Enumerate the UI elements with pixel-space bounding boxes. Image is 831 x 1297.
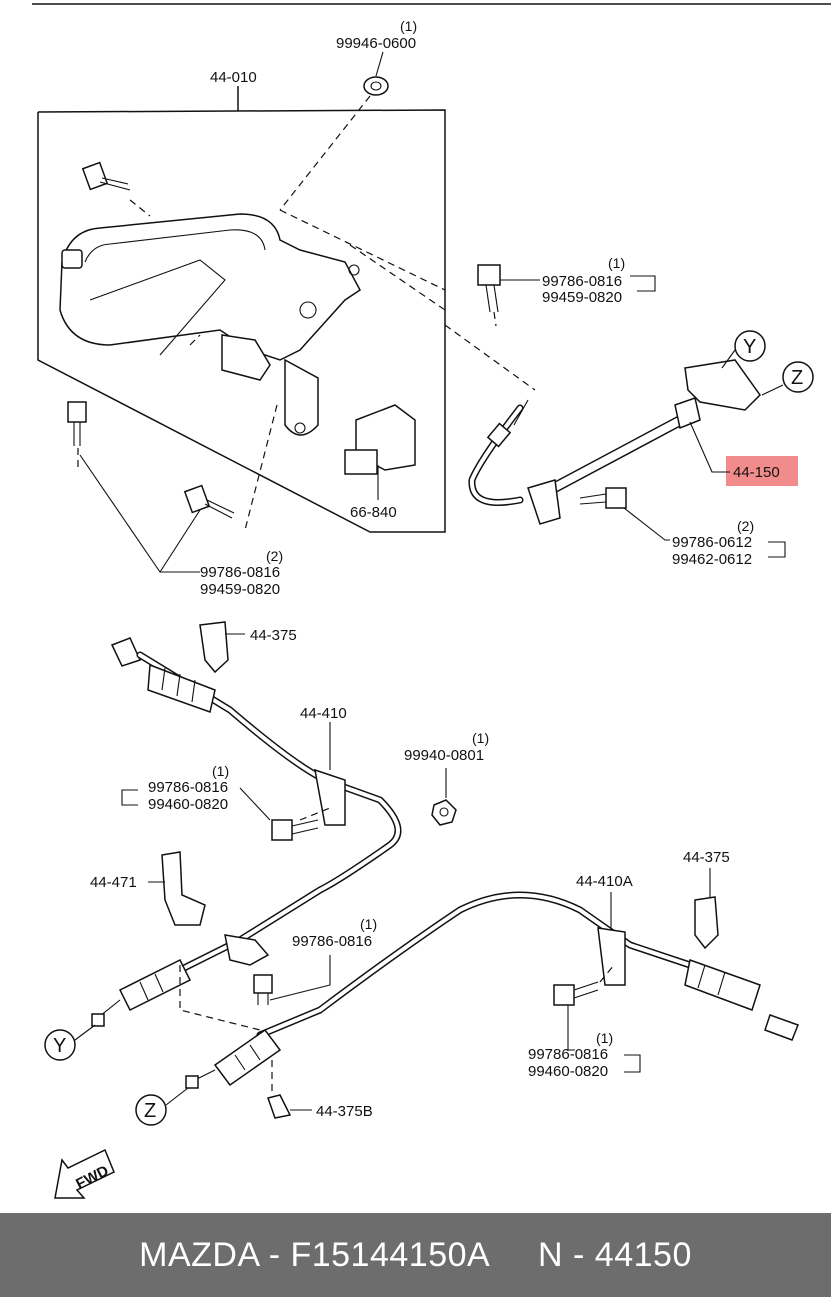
svg-text:Y: Y [53,1035,66,1057]
qty-99946-0600: (1) [400,18,417,34]
label-99786-0816-d: 99786-0816 [148,779,228,796]
nut-icon [363,76,389,96]
label-99946-0600: 99946-0600 [336,35,416,52]
footer-part-number: MAZDA - F15144150A N - 44150 [139,1235,692,1274]
clip-44-375b-icon [267,1094,292,1119]
callout-y: Y [721,330,766,369]
bolt-icon [477,264,501,313]
label-66-840: 66-840 [350,504,397,521]
qty-99786-0612: (2) [737,518,754,534]
svg-text:Z: Z [791,367,803,389]
label-99786-0816-a: 99786-0816 [542,273,622,290]
label-99459-0820-a: 99459-0820 [542,289,622,306]
bolt-icon [579,487,627,509]
bracket-44-471-icon [161,851,206,926]
clip-44-375-right-icon [694,896,719,950]
qty-99786-0816-d: (1) [212,763,229,779]
parking-brake-diagram: Y Z [32,3,831,1199]
label-44-410a: 44-410A [576,873,633,890]
label-99940-0801: 99940-0801 [404,747,484,764]
highlight-44-150 [689,421,798,486]
bolt-icon [67,401,87,446]
nut-icon [431,799,457,826]
label-99786-0816-f: 99786-0816 [528,1046,608,1063]
label-44-375: 44-375 [250,627,297,644]
callout-z-lower: Z [135,1087,189,1126]
lever-assembly-box [37,76,536,533]
label-44-150: 44-150 [733,464,780,481]
label-44-471: 44-471 [90,874,137,891]
label-44-010: 44-010 [210,69,257,86]
footer-bar: MAZDA - F15144150A N - 44150 [0,1213,831,1297]
bracket-center-icon [224,934,270,966]
bracket-44-410-icon [314,768,346,826]
label-44-375b: 44-375B [316,1103,373,1120]
clip-44-375-icon [199,621,229,674]
bolt-icon [553,981,599,1006]
label-99786-0816-e: 99786-0816 [292,933,372,950]
rear-cable-right [185,891,799,1089]
label-99786-0816-c: 99786-0816 [200,564,280,581]
label-99786-0612: 99786-0612 [672,534,752,551]
qty-99940-0801: (1) [472,730,489,746]
bolt-icon [81,161,131,191]
label-99459-0820-c: 99459-0820 [200,581,280,598]
label-44-375-right: 44-375 [683,849,730,866]
front-cable [468,359,761,525]
callout-y-lower: Y [44,1024,96,1061]
qty-99786-0816-c: (2) [266,548,283,564]
label-99460-0820-f: 99460-0820 [528,1063,608,1080]
qty-99786-0816-a: (1) [608,255,625,271]
fwd-arrow-icon: FWD [54,1148,115,1199]
bolt-icon [253,974,273,1005]
label-99460-0820-d: 99460-0820 [148,796,228,813]
qty-99786-0816-f: (1) [596,1030,613,1046]
svg-text:Y: Y [743,336,756,358]
label-44-410: 44-410 [300,705,347,722]
label-99462-0612: 99462-0612 [672,551,752,568]
bolt-icon [183,484,235,519]
bracket-44-410a-icon [597,927,626,986]
rear-cable-left [91,637,402,1027]
svg-text:Z: Z [144,1100,156,1122]
bolt-icon [271,819,319,841]
callout-z: Z [761,361,814,396]
qty-99786-0816-e: (1) [360,916,377,932]
